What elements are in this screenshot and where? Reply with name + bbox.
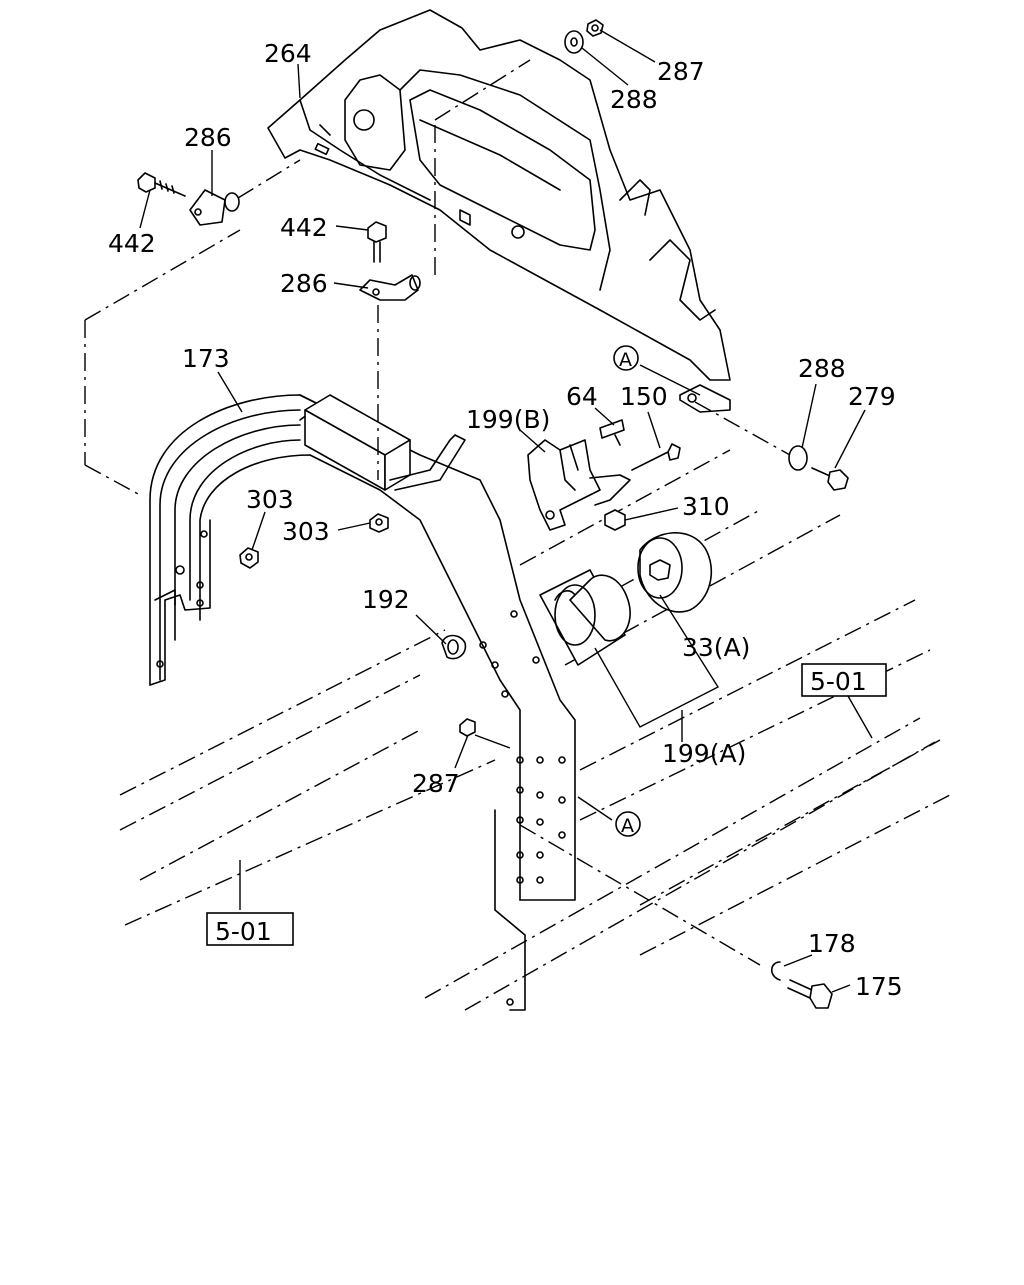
clip-286-left: [189, 159, 301, 226]
callout-264: 264: [264, 39, 312, 68]
callout-175: 175: [855, 972, 903, 1001]
bolt-442-centre: [367, 221, 387, 263]
mount-199a: [539, 569, 631, 666]
nut-303-left: [239, 547, 259, 569]
callout-33a: 33(A): [682, 633, 750, 662]
callout-288-right: 288: [798, 354, 846, 383]
bracket-264: [267, 9, 731, 413]
callout-178: 178: [808, 929, 856, 958]
callout-286-centre: 286: [280, 269, 328, 298]
callout-303-right: 303: [282, 517, 330, 546]
callout-199b: 199(B): [466, 405, 550, 434]
callout-303-left: 303: [246, 485, 294, 514]
callout-199a: 199(A): [662, 739, 746, 768]
ref-box-left-label: 5-01: [215, 917, 272, 946]
callout-192: 192: [362, 585, 410, 614]
washer-288-top: [564, 30, 584, 54]
nut-303-right: [369, 513, 389, 533]
marker-a-upper: A: [613, 345, 639, 371]
callout-288-top: 288: [610, 85, 658, 114]
callout-labels: 264 287 288 286 442 442 286 173 288 279 …: [108, 39, 903, 1001]
clip-178: [770, 961, 781, 981]
callout-286-left: 286: [184, 123, 232, 152]
marker-a-lower-label: A: [621, 815, 634, 837]
bolt-279: [811, 467, 849, 491]
marker-a-upper-label: A: [619, 349, 632, 371]
ref-box-right-label: 5-01: [810, 667, 867, 696]
bushing-192: [441, 634, 467, 660]
callout-173: 173: [182, 344, 230, 373]
callout-442-left: 442: [108, 229, 156, 258]
mount-33a: [637, 532, 713, 613]
grip-199b: [527, 419, 681, 531]
frame-173: [149, 394, 576, 1011]
callout-287-lower: 287: [412, 769, 460, 798]
callout-150: 150: [620, 382, 668, 411]
leader-lines: [139, 29, 873, 993]
callout-279: 279: [848, 382, 896, 411]
nut-287-top: [586, 19, 604, 37]
callout-442-centre: 442: [280, 213, 328, 242]
callout-287-top: 287: [657, 57, 705, 86]
callout-310: 310: [682, 492, 730, 521]
callout-64: 64: [566, 382, 598, 411]
ref-box-right[interactable]: 5-01: [801, 663, 887, 697]
bolt-175: [787, 979, 833, 1009]
clip-286-centre: [359, 274, 421, 301]
ref-box-left[interactable]: 5-01: [206, 912, 294, 946]
washer-288-right: [788, 445, 808, 471]
bolt-442-left: [137, 172, 186, 197]
marker-a-lower: A: [615, 811, 641, 837]
nut-287-lower: [459, 718, 476, 737]
